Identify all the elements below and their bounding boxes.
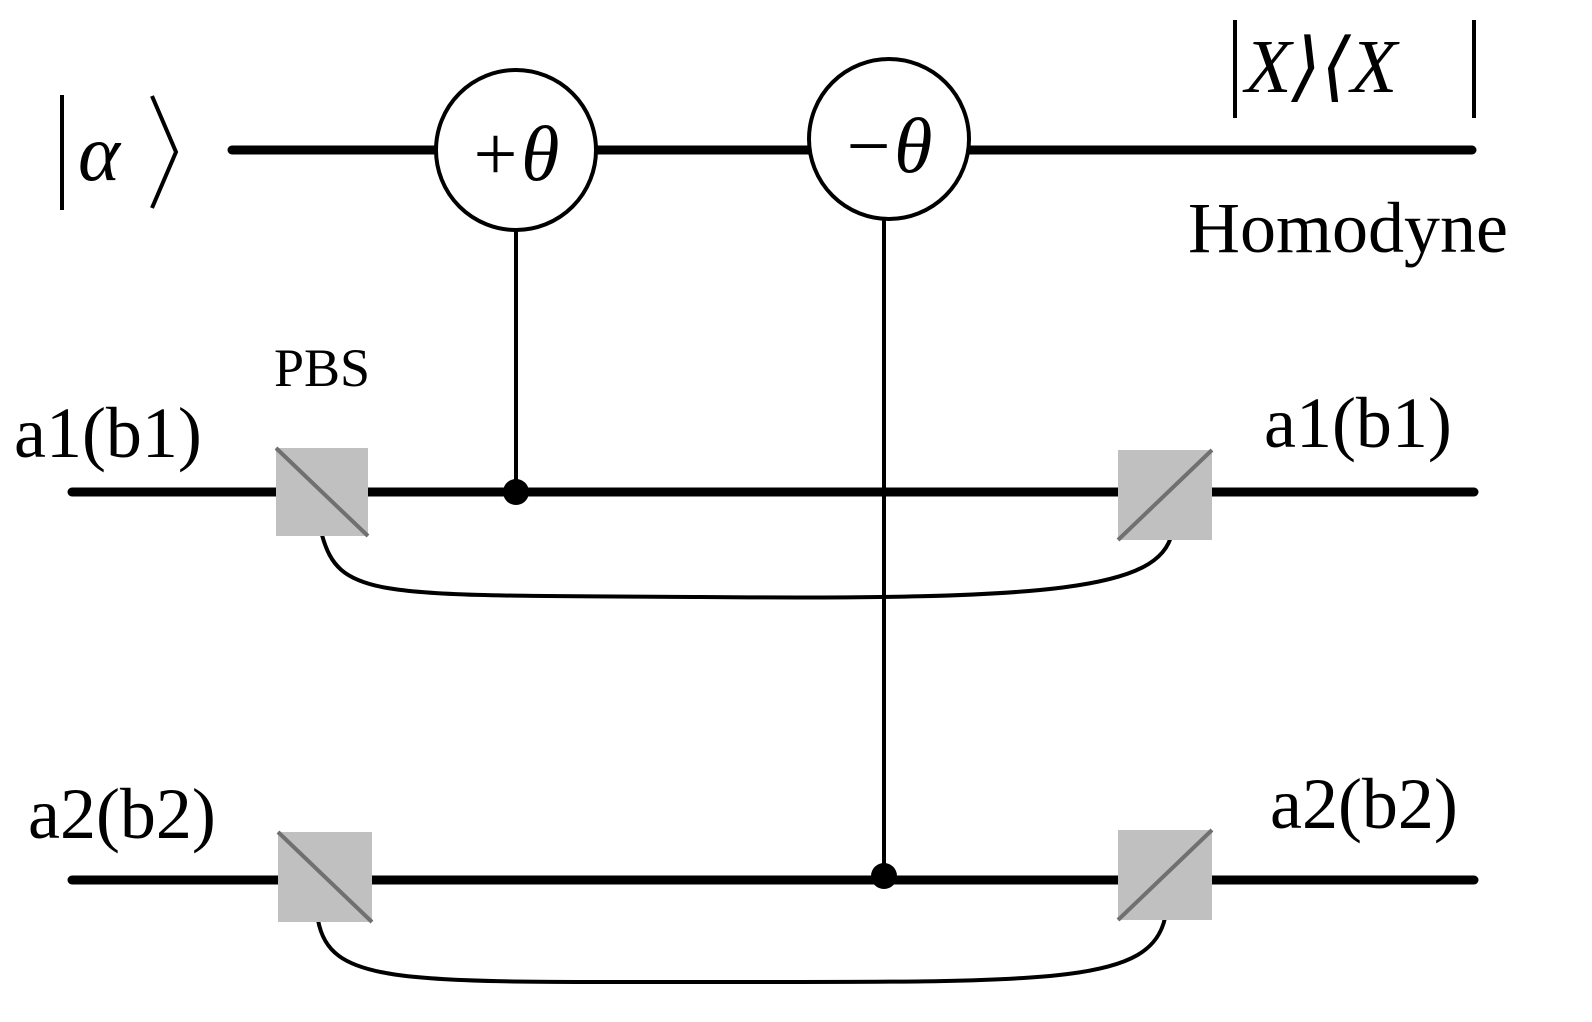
input-ket-text: α: [78, 110, 122, 198]
upper-bypass-arc: [320, 532, 1174, 600]
lower-mode: a2(b2) a2(b2): [28, 764, 1479, 985]
gate-plus-label: +θ: [469, 110, 560, 197]
control-dot-minus: [871, 863, 897, 889]
gate-minus-circle: [807, 57, 971, 221]
pbs-diagonal: [274, 446, 370, 538]
pbs-label: PBS: [274, 338, 370, 398]
pbs-diagonal: [276, 830, 374, 924]
input-ket: α: [60, 95, 179, 210]
lower-mode-input-label: a2(b2): [28, 774, 216, 854]
lower-bypass-arc: [316, 917, 1167, 985]
upper-mode: a1(b1) a1(b1): [14, 383, 1479, 600]
pbs-upper-right: [1116, 448, 1214, 542]
upper-mode-input-label: a1(b1): [14, 393, 202, 473]
gate-plus-theta: +θ: [434, 68, 598, 232]
pbs-upper-left: [274, 446, 370, 538]
pbs-lower-left: [276, 830, 374, 924]
lower-mode-output-label: a2(b2): [1270, 764, 1458, 844]
output-projector: X⟩⟨X: [1233, 20, 1476, 118]
output-projector-text: X⟩⟨X: [1242, 25, 1400, 109]
pbs-lower-right: [1116, 828, 1214, 922]
pbs-diagonal: [1116, 828, 1214, 922]
ket-angle: [150, 95, 179, 209]
gate-minus-theta: −θ: [807, 57, 971, 221]
pbs-diagonal: [1116, 448, 1214, 542]
gate-minus-label: −θ: [842, 102, 933, 189]
upper-mode-output-label: a1(b1): [1264, 383, 1452, 463]
detector-label: Homodyne: [1188, 188, 1508, 268]
control-dot-plus: [503, 479, 529, 505]
